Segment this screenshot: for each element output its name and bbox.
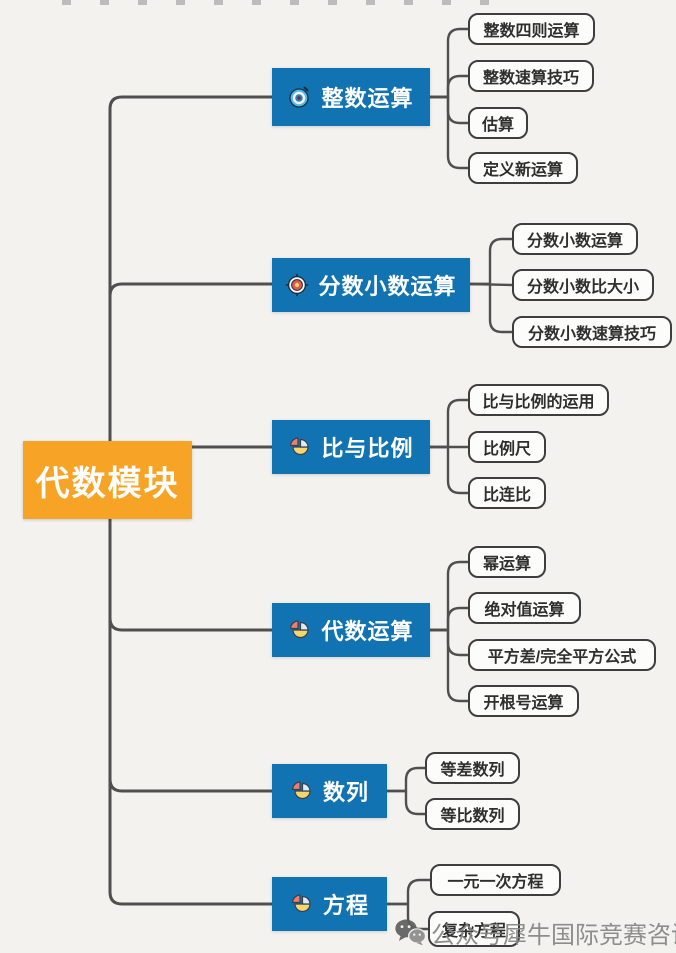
leaf-node[interactable]: 等比数列 <box>425 798 520 830</box>
leaf-label: 分数小数运算 <box>526 233 623 250</box>
leaf-node[interactable]: 开根号运算 <box>468 685 579 717</box>
leaf-node[interactable]: 幂运算 <box>468 546 546 578</box>
branch-node-integer-operations[interactable]: 整数运算 <box>272 68 430 126</box>
branch-node-algebraic-operations[interactable]: 代数运算 <box>272 603 430 657</box>
leaf-label: 分数小数速算技巧 <box>527 326 656 343</box>
branch-node-sequences[interactable]: 数列 <box>272 764 387 818</box>
leaf-label: 绝对值运算 <box>484 602 565 619</box>
leaf-node[interactable]: 绝对值运算 <box>468 592 581 624</box>
dartboard-icon <box>288 85 312 109</box>
watermark: 公众号犀牛国际竞赛咨询 <box>394 914 676 950</box>
leaf-label: 定义新运算 <box>482 162 563 179</box>
pie-chart-icon <box>288 619 312 641</box>
target-icon <box>285 273 309 297</box>
leaf-node[interactable]: 平方差/完全平方公式 <box>468 639 656 671</box>
cropped-text-artifact <box>62 0 512 5</box>
branch-node-label: 数列 <box>322 780 369 805</box>
branch-node-ratio-proportion[interactable]: 比与比例 <box>272 420 430 474</box>
branch-node-label: 代数运算 <box>321 619 414 644</box>
leaf-label: 比与比例的运用 <box>482 394 595 411</box>
leaf-label: 整数四则运算 <box>483 23 580 40</box>
leaf-node[interactable]: 整数四则运算 <box>468 13 595 45</box>
leaf-label: 开根号运算 <box>483 695 564 712</box>
pie-chart-icon <box>290 780 314 802</box>
leaf-label: 平方差/完全平方公式 <box>487 649 637 666</box>
pie-chart-icon <box>290 893 314 915</box>
leaf-node[interactable]: 比例尺 <box>468 431 546 463</box>
leaf-node[interactable]: 比与比例的运用 <box>468 384 609 416</box>
leaf-label: 复杂方程 <box>441 923 506 940</box>
wechat-icon <box>394 917 426 947</box>
leaf-label: 一元一次方程 <box>447 874 544 891</box>
root-node-label: 代数模块 <box>35 464 180 503</box>
leaf-node[interactable]: 一元一次方程 <box>430 864 561 896</box>
leaf-label: 估算 <box>481 117 514 134</box>
branch-node-label: 整数运算 <box>321 86 414 111</box>
leaf-node[interactable]: 分数小数速算技巧 <box>512 316 672 348</box>
leaf-node[interactable]: 复杂方程 <box>428 911 520 947</box>
leaf-node[interactable]: 定义新运算 <box>468 152 578 184</box>
branch-node-label: 分数小数运算 <box>318 274 457 299</box>
leaf-label: 幂运算 <box>482 556 531 573</box>
leaf-node[interactable]: 等差数列 <box>425 752 520 784</box>
leaf-node[interactable]: 整数速算技巧 <box>468 60 594 92</box>
leaf-label: 等差数列 <box>440 762 505 779</box>
leaf-label: 比连比 <box>482 487 531 504</box>
leaf-node[interactable]: 比连比 <box>468 477 546 509</box>
branch-node-fraction-decimal-operations[interactable]: 分数小数运算 <box>272 258 470 312</box>
leaf-node[interactable]: 分数小数运算 <box>512 223 638 255</box>
branch-node-label: 方程 <box>322 893 369 918</box>
pie-chart-icon <box>288 436 312 458</box>
root-node-algebra-module[interactable]: 代数模块 <box>23 441 192 519</box>
leaf-label: 整数速算技巧 <box>482 70 579 87</box>
branch-node-equations[interactable]: 方程 <box>272 877 387 931</box>
leaf-label: 比例尺 <box>482 441 531 458</box>
watermark-text: 公众号犀牛国际竞赛咨询 <box>431 921 676 949</box>
leaf-node[interactable]: 分数小数比大小 <box>512 269 654 301</box>
branch-node-label: 比与比例 <box>321 436 414 461</box>
leaf-label: 分数小数比大小 <box>526 279 639 296</box>
leaf-node[interactable]: 估算 <box>468 107 528 139</box>
leaf-label: 等比数列 <box>440 808 505 825</box>
